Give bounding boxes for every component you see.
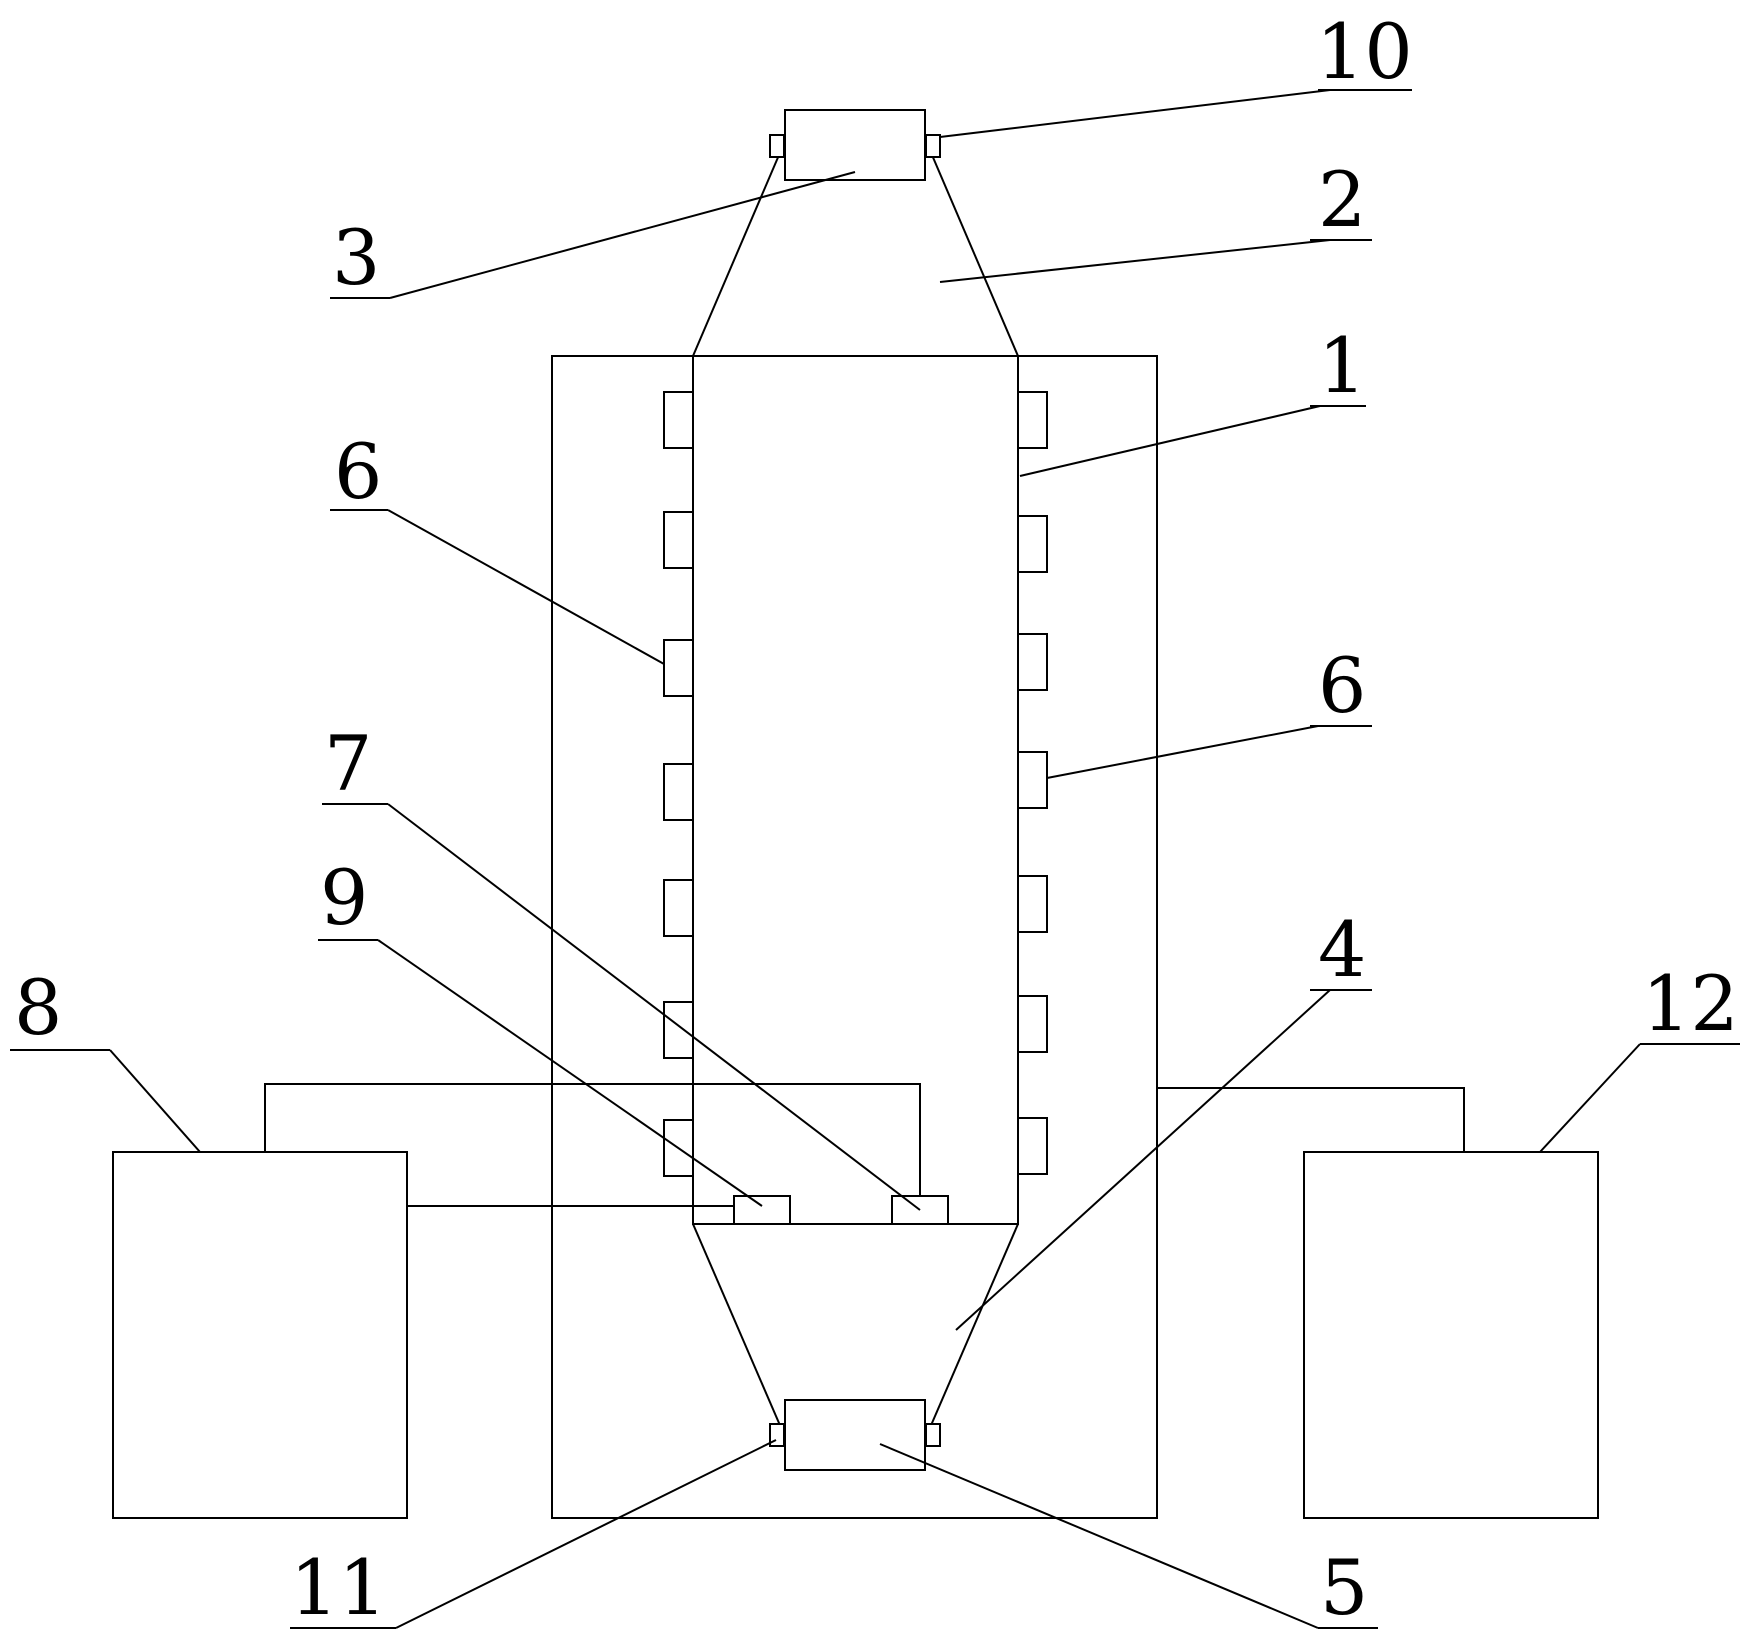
- left-heater: [663, 391, 694, 449]
- leader-1: [1019, 405, 1321, 477]
- label-2: 2: [1318, 155, 1366, 244]
- label-10: 10: [1316, 7, 1413, 96]
- label-12: 12: [1642, 959, 1739, 1048]
- right-heater: [1017, 391, 1048, 449]
- top-cone: [692, 147, 783, 357]
- right-heater: [1017, 1117, 1048, 1175]
- top-cone-right: [928, 147, 1019, 357]
- label-6-left: 6: [334, 427, 382, 516]
- label-8: 8: [14, 963, 62, 1052]
- label-4: 4: [1318, 905, 1366, 994]
- leader-4: [955, 989, 1331, 1331]
- unit-box-12: [1303, 1151, 1599, 1519]
- left-heater: [663, 1001, 694, 1059]
- leader-9: [377, 939, 763, 1207]
- leader-3: [389, 171, 856, 299]
- label-5: 5: [1320, 1543, 1368, 1630]
- left-heater: [663, 639, 694, 697]
- wire-8-to-7: [264, 1083, 921, 1196]
- bottom-cone-right: [928, 1223, 1019, 1431]
- bottom-cone-left: [692, 1223, 783, 1431]
- top-cap: [784, 109, 926, 181]
- sensor-9: [733, 1195, 791, 1225]
- label-3: 3: [332, 213, 380, 302]
- left-heaters: [663, 391, 694, 1177]
- leader-12: [1539, 1043, 1641, 1153]
- bottom-cap: [784, 1399, 926, 1471]
- right-heater: [1017, 751, 1048, 809]
- right-heater: [1017, 995, 1048, 1053]
- bottom-valve-right: [925, 1423, 941, 1447]
- controller-box-8: [112, 1151, 408, 1519]
- right-heater: [1017, 633, 1048, 691]
- label-7: 7: [324, 719, 372, 808]
- left-heater: [663, 1119, 694, 1177]
- left-heater: [663, 879, 694, 937]
- wire-frame-to-12: [1157, 1087, 1465, 1152]
- label-1: 1: [1318, 321, 1366, 410]
- leader-6-left: [387, 509, 665, 665]
- label-6-right: 6: [1318, 641, 1366, 730]
- left-heater: [663, 511, 694, 569]
- leader-8: [109, 1049, 201, 1153]
- outer-frame: [551, 355, 1158, 1519]
- right-heaters: [1017, 391, 1048, 1175]
- top-valve-left: [769, 134, 785, 158]
- column-body: [692, 355, 1019, 1225]
- leader-6-right: [1046, 725, 1319, 779]
- leader-2: [939, 239, 1331, 283]
- leader-7: [387, 803, 921, 1211]
- right-heater: [1017, 515, 1048, 573]
- leader-10: [939, 89, 1331, 138]
- right-heater: [1017, 875, 1048, 933]
- leader-11: [395, 1439, 777, 1629]
- label-11: 11: [290, 1543, 387, 1630]
- top-valve-right: [925, 134, 941, 158]
- label-9: 9: [320, 853, 368, 942]
- left-heater: [663, 763, 694, 821]
- leader-5: [879, 1443, 1319, 1629]
